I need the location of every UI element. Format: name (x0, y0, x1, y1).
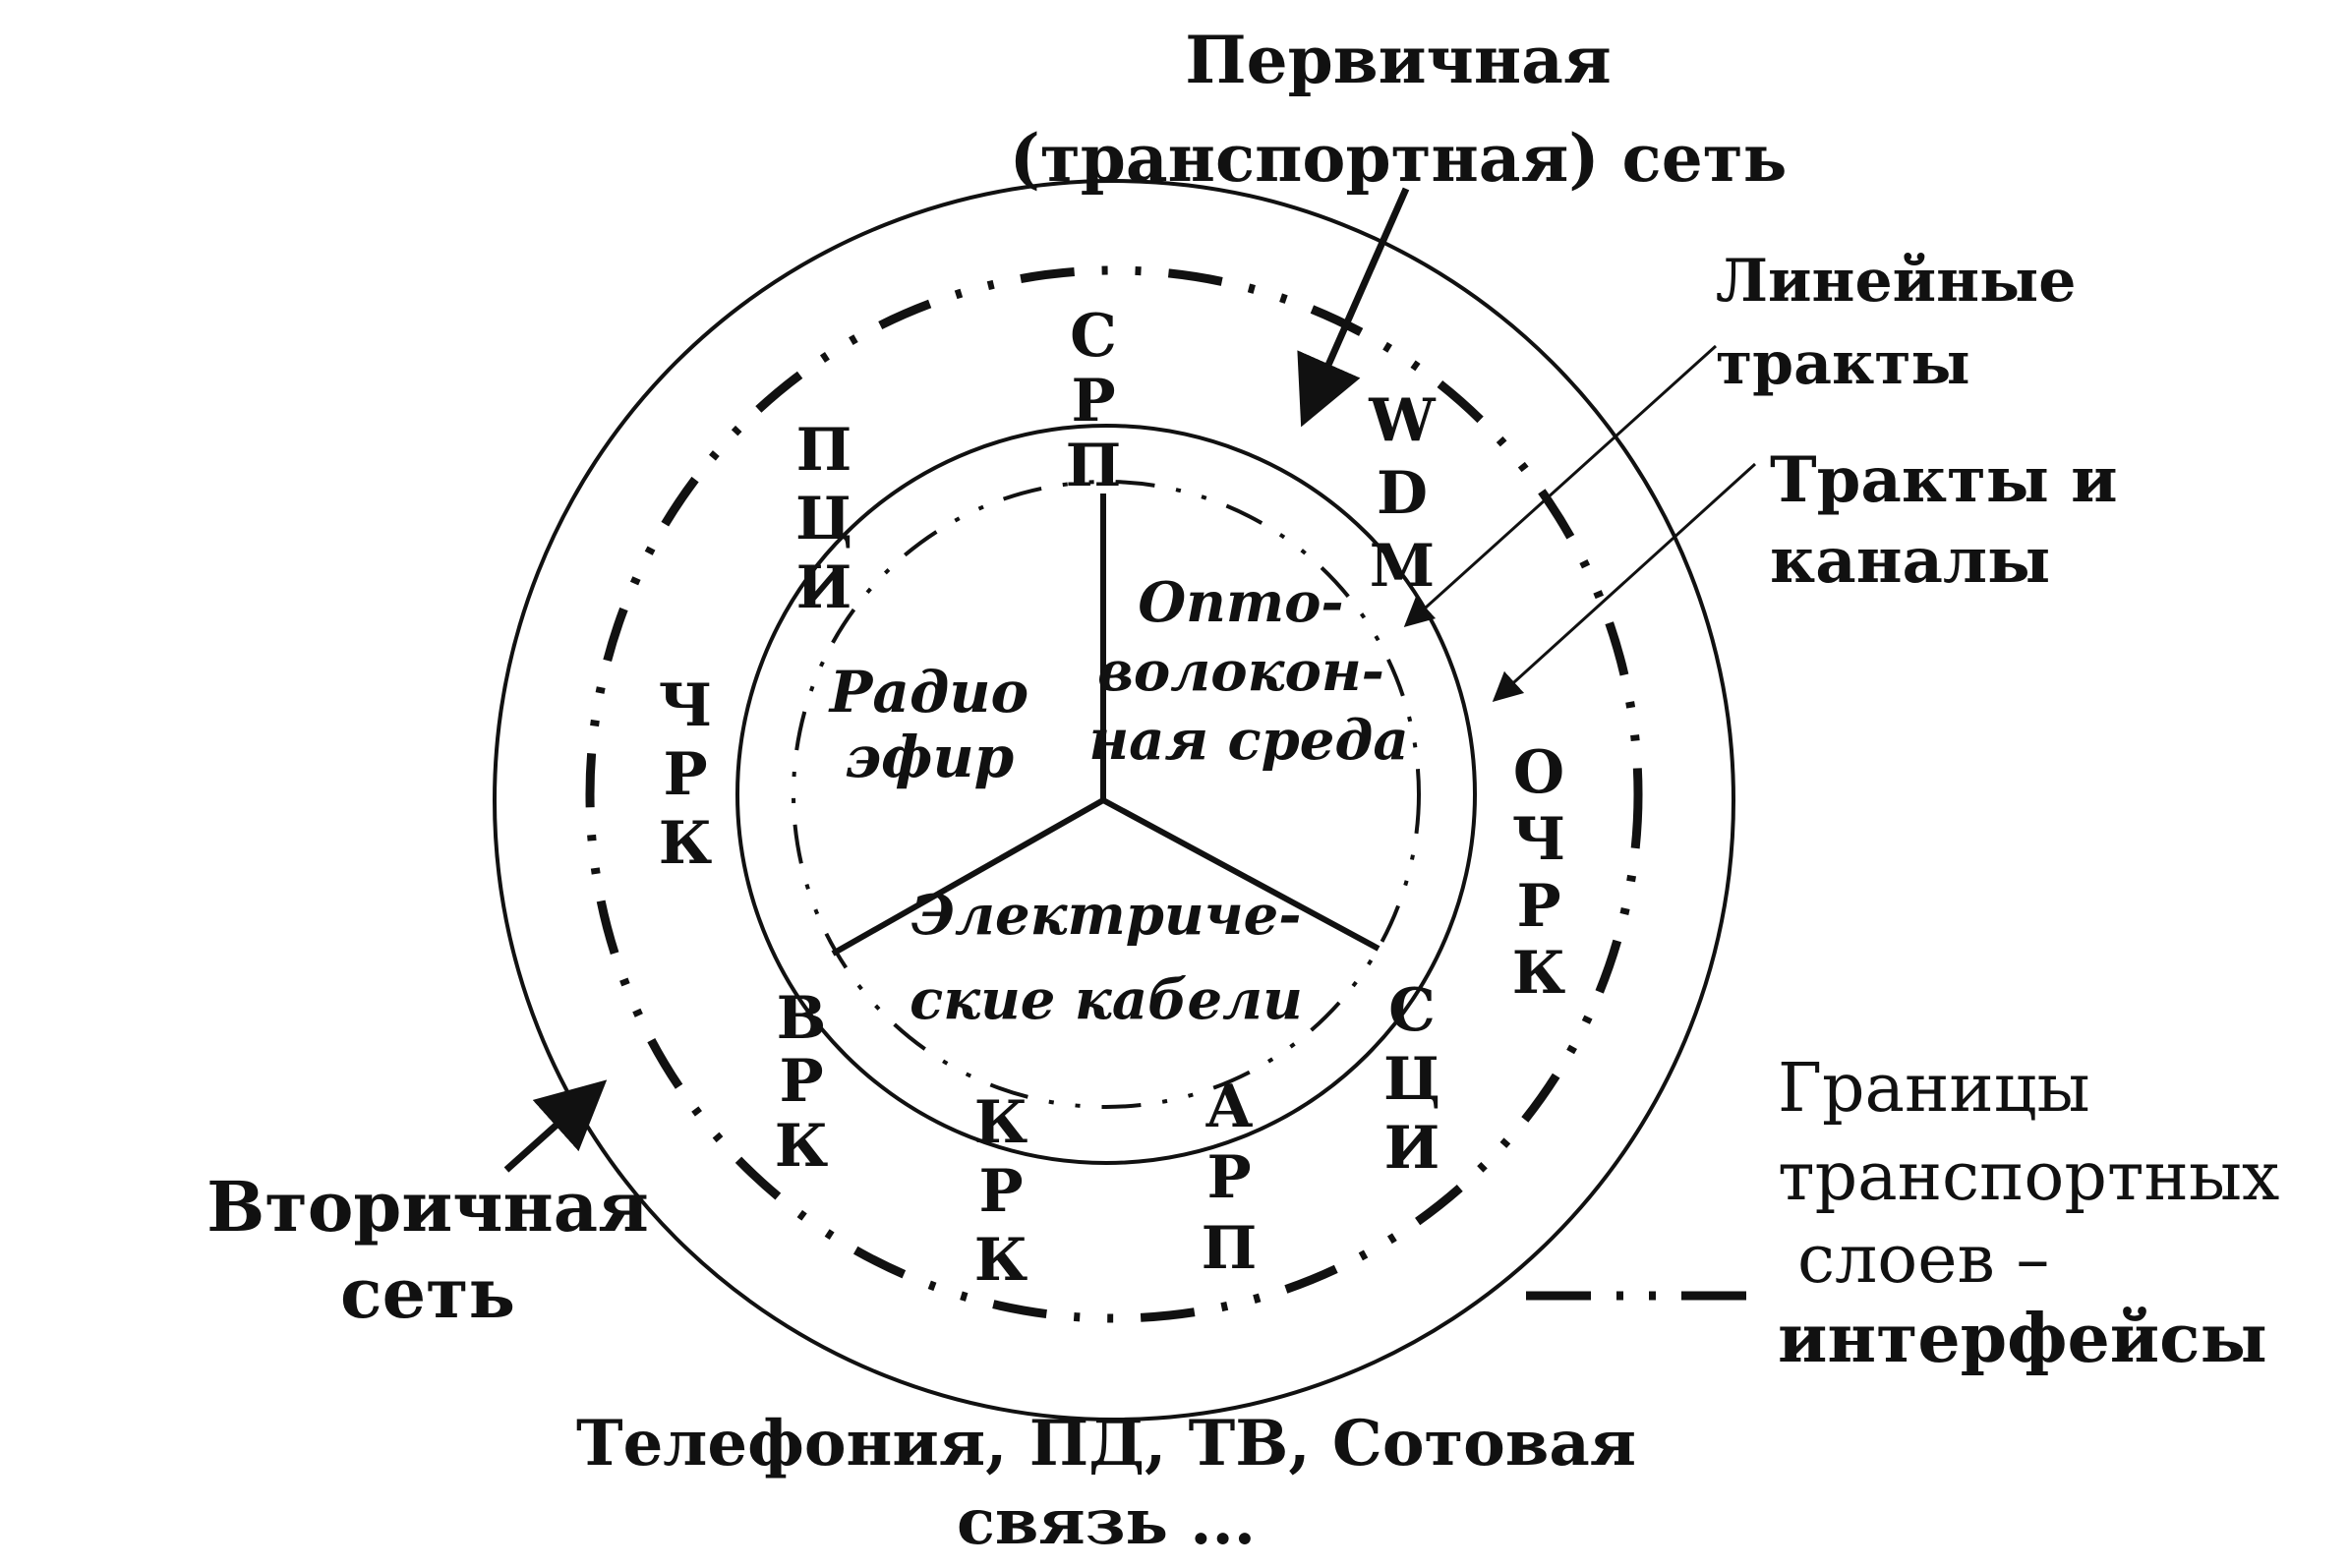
tech-chrk-letter-3: К (659, 809, 713, 878)
optical-medium-line3: ная среда (1088, 708, 1408, 773)
primary-network-arrow (1297, 187, 1410, 428)
tech-krk-letter-1: К (974, 1088, 1028, 1157)
secondary-network-label-line1: Вторичная (206, 1166, 649, 1248)
electric-medium-line2: ские кабели (910, 967, 1303, 1032)
interface-boundary-inner (792, 480, 1421, 1109)
tech-ochrk-letter-1: О (1513, 738, 1564, 807)
secondary-network-label-line2: сеть (340, 1252, 515, 1334)
tech-chrk-letter-2: Р (663, 740, 707, 809)
tech-vrk-letter-2: Р (779, 1047, 823, 1116)
interface-borders-label-line4: интерфейсы (1778, 1300, 2267, 1378)
tech-pci-letter-3: И (796, 553, 852, 622)
tech-pci-letter-1: П (796, 416, 852, 485)
interface-boundary-outer (585, 265, 1643, 1323)
tech-srp-letter-3: П (1066, 432, 1122, 500)
paths-channels-label-line2: каналы (1770, 524, 2050, 598)
secondary-network-arrow (503, 1079, 608, 1173)
radio-medium-line2: эфир (845, 724, 1014, 790)
outer-circle (493, 179, 1735, 1422)
interface-borders-label-line3: слоев – (1797, 1221, 2049, 1299)
inner-circle (735, 424, 1477, 1165)
divider-right (1101, 797, 1380, 952)
tech-srp-letter-1: С (1070, 302, 1117, 371)
tech-wdm-letter-2: D (1377, 459, 1428, 528)
tech-wdm-letter-1: W (1368, 386, 1437, 455)
tech-sci-letter-1: С (1388, 976, 1436, 1045)
linear-paths-label-line1: Линейные (1716, 247, 2076, 316)
optical-medium-line1: Опто- (1138, 570, 1343, 635)
paths-channels-arrow (1492, 462, 1757, 703)
tech-ochrk-letter-4: К (1512, 939, 1566, 1008)
tech-ochrk-letter-3: Р (1516, 872, 1560, 941)
tech-arp-letter-3: П (1202, 1214, 1258, 1283)
tech-vrk-letter-1: В (777, 984, 827, 1053)
tech-krk-letter-3: К (974, 1226, 1028, 1295)
tech-sci-letter-2: Ц (1383, 1045, 1440, 1114)
paths-channels-label-line1: Тракты и (1770, 443, 2118, 517)
services-label-line1: Телефония, ПД, ТВ, Сотовая (576, 1407, 1636, 1481)
tech-wdm-letter-3: M (1370, 532, 1435, 601)
primary-network-label-line1: Первичная (1185, 22, 1611, 98)
electric-medium-line1: Электриче- (910, 883, 1301, 948)
optical-medium-line2: волокон- (1097, 639, 1384, 704)
interface-borders-label-line2: транспортных (1778, 1138, 2279, 1216)
tech-sci-letter-3: И (1384, 1114, 1440, 1183)
interface-borders-label-line1: Границы (1778, 1050, 2090, 1128)
tech-arp-letter-1: А (1205, 1073, 1254, 1141)
tech-vrk-letter-3: К (775, 1112, 829, 1181)
tech-ochrk-letter-2: Ч (1512, 805, 1566, 874)
tech-krk-letter-2: Р (978, 1157, 1023, 1226)
tech-srp-letter-2: Р (1071, 367, 1115, 436)
tech-pci-letter-2: Ц (795, 485, 852, 553)
tech-chrk-letter-1: Ч (659, 671, 713, 740)
primary-network-label-line2: (транспортная) сеть (1010, 120, 1788, 197)
linear-paths-arrow (1403, 344, 1718, 628)
radio-medium-line1: Радио (828, 659, 1028, 726)
divider-left (831, 797, 1105, 957)
services-label-line2: связь ... (957, 1485, 1256, 1559)
linear-paths-label-line2: тракты (1716, 329, 1970, 398)
tech-arp-letter-2: Р (1206, 1143, 1251, 1212)
